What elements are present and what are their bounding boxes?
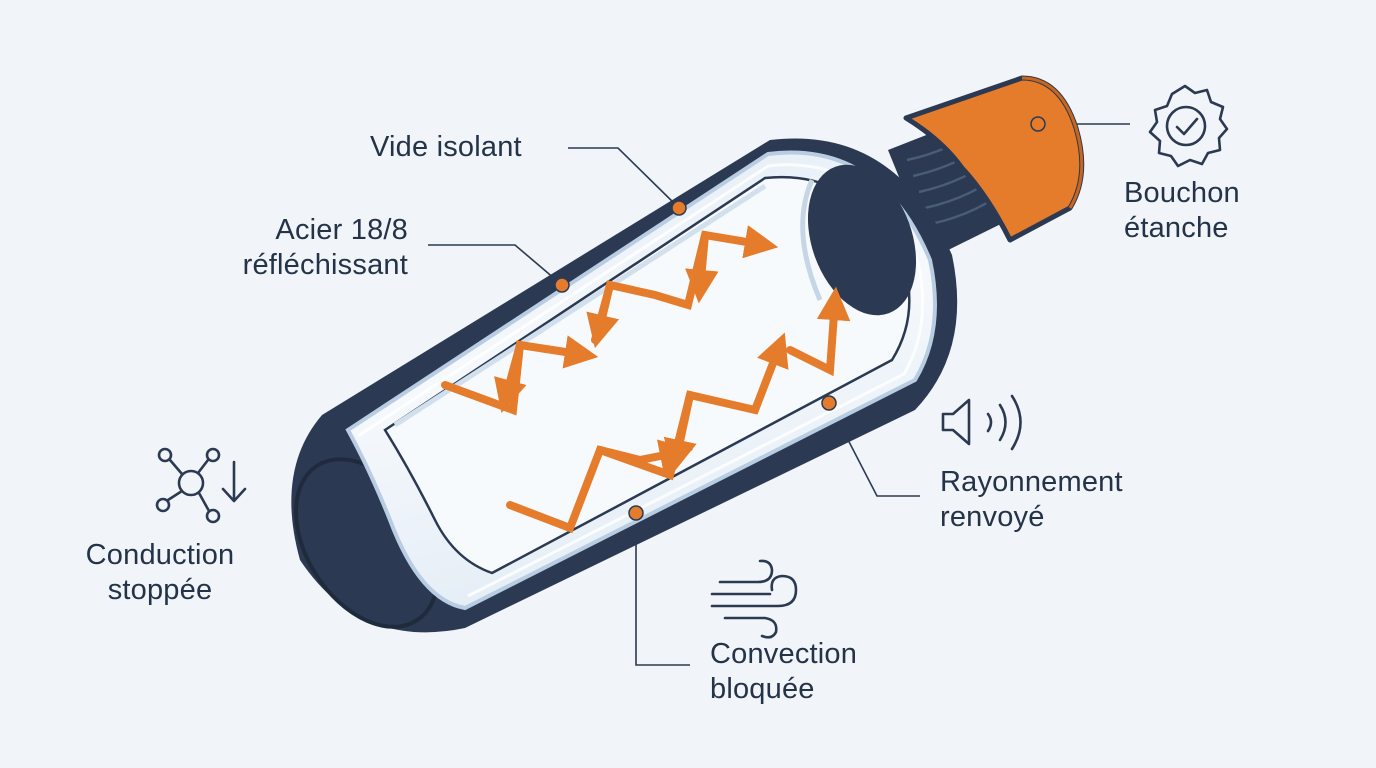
heat-arrow-2: [494, 341, 527, 413]
label-acier-line2: réfléchissant: [242, 249, 408, 281]
heat-arrow-8: [663, 391, 697, 474]
label-bouchon-line2: étanche: [1124, 212, 1229, 244]
leader-vide: [568, 147, 680, 209]
label-convection-line1: Convection: [710, 638, 858, 670]
label-vide-isolant: Vide isolant: [370, 130, 522, 165]
leader-acier: [428, 244, 563, 286]
label-rayonnement-line2: renvoyé: [940, 501, 1045, 533]
badge-check-icon: [1148, 84, 1229, 168]
label-conduction-line2: stoppée: [107, 574, 213, 606]
wind-icon: [710, 559, 798, 639]
label-rayonnement-line1: Rayonnement: [940, 466, 1123, 498]
heat-arrow-5: [685, 231, 719, 304]
dot-vide: [671, 200, 687, 216]
label-convection: Convection bloquée: [710, 637, 857, 707]
label-rayonnement: Rayonnement renvoyé: [940, 465, 1123, 535]
label-conduction-line1: Conduction: [85, 539, 235, 571]
dot-acier: [554, 277, 570, 293]
heat-arrows: [441, 225, 851, 534]
dot-bouchon: [1030, 116, 1046, 132]
label-conduction: Conduction stoppée: [62, 538, 258, 608]
inner-opening: [807, 164, 917, 316]
label-convection-line2: bloquée: [710, 673, 815, 705]
label-bouchon-line1: Bouchon: [1124, 177, 1240, 209]
heat-arrow-4: [586, 281, 620, 349]
heat-arrow-9: [786, 286, 851, 377]
leader-convection: [635, 513, 690, 666]
label-bouchon: Bouchon étanche: [1124, 176, 1240, 246]
speaker-waves-icon: [941, 394, 1022, 451]
dot-convection: [628, 505, 644, 521]
label-acier-line1: Acier 18/8: [275, 214, 408, 246]
dot-rayonnement: [821, 395, 837, 411]
label-acier: Acier 18/8 réfléchissant: [190, 213, 408, 283]
callout-dots: [554, 116, 1046, 521]
label-vide-line1: Vide isolant: [370, 131, 522, 163]
network-down-icon: [155, 447, 247, 524]
